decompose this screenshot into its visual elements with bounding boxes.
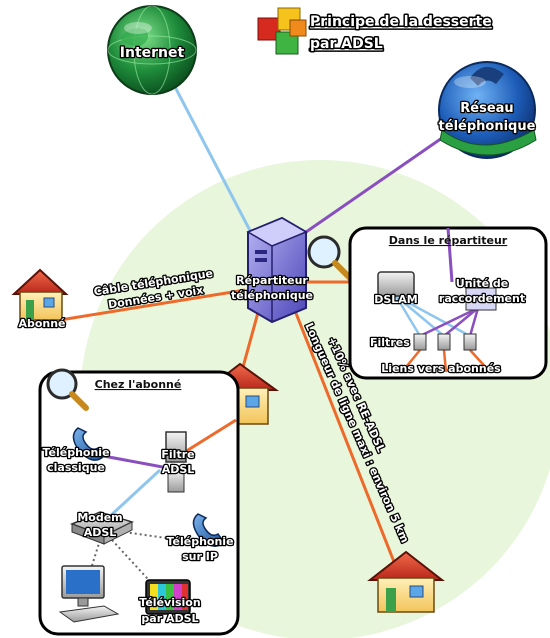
reseau-label-line1: Réseau: [460, 101, 513, 116]
telephonie-ip-line2: sur IP: [182, 550, 218, 563]
abonne-label: Abonné: [18, 317, 65, 330]
television-line2: par ADSL: [141, 612, 198, 625]
filtres-label: Filtres: [370, 336, 410, 349]
internet-label: Internet: [120, 45, 185, 61]
telephone-network-link: [279, 136, 443, 252]
abonne-box-title: Chez l'abonné: [95, 378, 182, 391]
telephonie-classique-line2: classique: [47, 461, 105, 474]
filtre-adsl-line2: ADSL: [162, 463, 195, 476]
phone-icon: [72, 427, 105, 461]
reseau-label-line2: téléphonique: [439, 119, 536, 134]
cubes-logo: [257, 7, 307, 55]
repartiteur-label-line1: Répartiteur: [236, 274, 308, 287]
repartiteur-label-line2: téléphonique: [231, 289, 313, 302]
liens-label: Liens vers abonnés: [381, 362, 501, 375]
house-icon: [11, 268, 69, 321]
title-line1: Principe de la desserte: [310, 14, 492, 30]
phone-icon: [192, 513, 225, 547]
phone-globe-icon: [438, 61, 537, 159]
repartiteur-detail-box: [348, 226, 548, 380]
telephonie-ip-line1: Téléphonie: [166, 535, 233, 548]
globe-icon: [107, 5, 197, 95]
dslam-label: DSLAM: [374, 293, 418, 306]
modem-adsl-line1: Modem: [77, 511, 122, 524]
magnifier-icon: [46, 368, 89, 411]
server-icon: [246, 216, 308, 324]
house-icon: [367, 550, 445, 613]
tv-icon: [145, 579, 191, 615]
modem-adsl-line2: ADSL: [84, 526, 117, 539]
magnifier-icon: [307, 235, 353, 281]
modem-icon: [69, 511, 134, 545]
dslam-icon: [377, 271, 415, 297]
unite-label-line1: Unité de: [456, 277, 508, 290]
title-line2: par ADSL: [310, 36, 383, 52]
telephonie-classique-line1: Téléphonie: [42, 446, 109, 459]
subscriber-line-left: [59, 288, 246, 322]
computer-icon: [58, 565, 120, 623]
television-line1: Télévision: [139, 596, 200, 609]
filtre-adsl-line1: Filtre: [161, 448, 194, 461]
unite-label-line2: raccordement: [439, 292, 525, 305]
repartiteur-box-title: Dans le répartiteur: [389, 234, 508, 247]
subscriber-line-long: [288, 297, 400, 573]
filter-icon: [165, 431, 187, 493]
filter-icon: [413, 333, 477, 351]
